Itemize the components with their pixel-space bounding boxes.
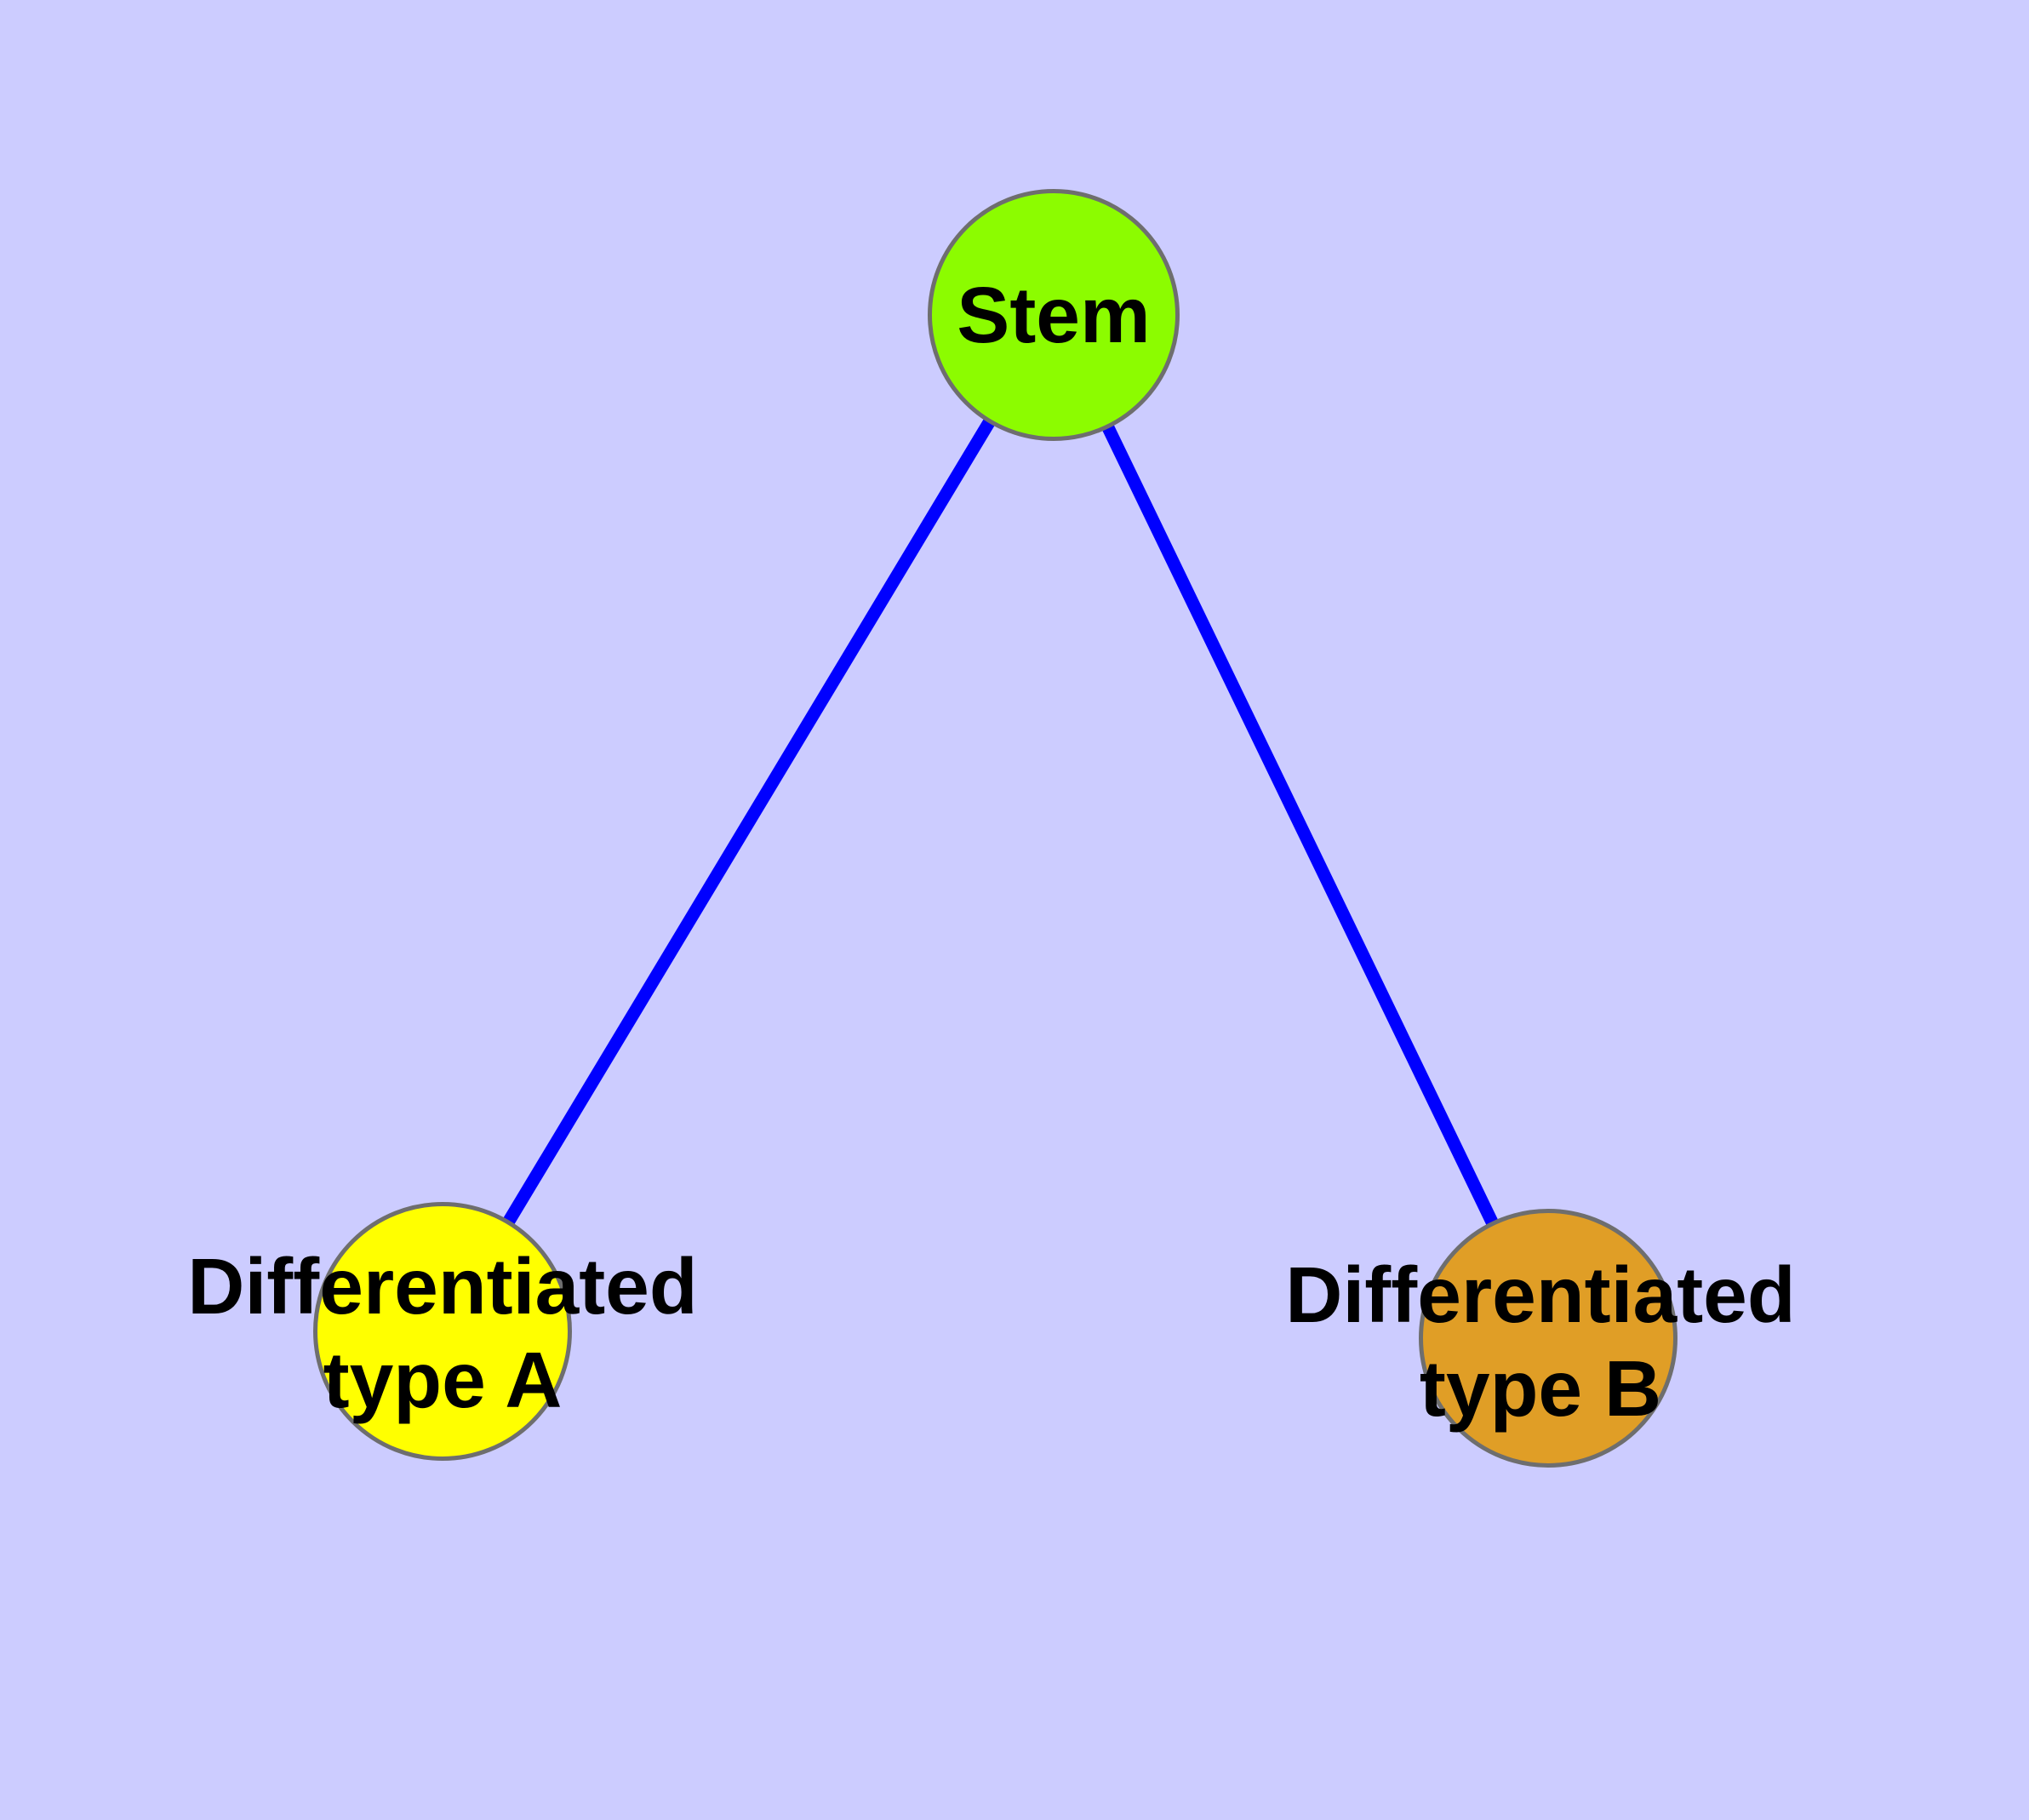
node-stem-label: Stem (957, 268, 1150, 362)
node-differentiated-type-b-label: Differentiated type B (1285, 1248, 1795, 1435)
edge-stem-to-type-a (437, 312, 1060, 1335)
node-type-b-label-line1: Differentiated (1285, 1251, 1796, 1339)
node-stem (928, 189, 1180, 441)
edge-stem-to-type-b (1048, 312, 1554, 1342)
node-type-b-label-line2: type B (1419, 1344, 1662, 1433)
node-type-a-label-line2: type A (323, 1336, 563, 1424)
node-type-a-label-line1: Differentiated (187, 1242, 698, 1331)
node-differentiated-type-a (313, 1202, 572, 1461)
node-differentiated-type-a-label: Differentiated type A (187, 1239, 697, 1427)
node-differentiated-type-b (1419, 1209, 1677, 1468)
node-stem-label-text: Stem (957, 271, 1151, 359)
